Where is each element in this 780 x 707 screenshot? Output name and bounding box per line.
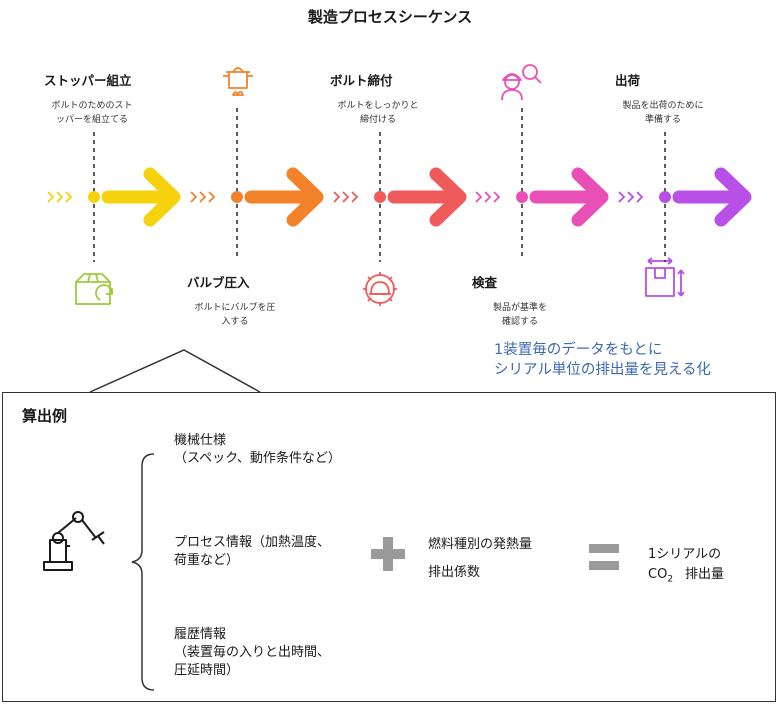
inspector-search-icon [501, 64, 542, 101]
step-chevron [493, 191, 501, 203]
step-chevron [475, 191, 483, 203]
step-3: ボルト締付ボルトをしっかりと締付ける [330, 70, 470, 127]
note-line-1: 1装置毎のデータをもとに [494, 342, 663, 358]
input-machine-spec: 機械仕様 （スペック、動作条件など） [174, 432, 341, 468]
step-chevron [208, 191, 216, 203]
input-machine-spec-line-1: 機械仕様 [174, 433, 227, 448]
co2-text: CO [648, 567, 668, 582]
input-brace [131, 453, 155, 691]
co2-subscript: 2 [667, 574, 674, 585]
step-description: ボルトにバルブを圧入する [187, 301, 283, 329]
step-chevron [47, 191, 55, 203]
calc-example-box [2, 392, 776, 702]
input-process-info: プロセス情報（加熱温度、 荷重など） [174, 534, 330, 570]
input-process-info-line-2: 荷重など） [174, 553, 240, 568]
visualization-note: 1装置毎のデータをもとに シリアル単位の排出量を見える化 [494, 340, 711, 380]
step-title: ストッパー組立 [44, 73, 132, 88]
step-description-line: ッパーを組立てる [55, 115, 128, 125]
step-description: 製品を出荷のために準備する [615, 99, 711, 127]
step-description: ボルトをしっかりと締付ける [330, 99, 426, 127]
step-description-line: ボルトをしっかりと [337, 101, 419, 111]
sequence-graphics [47, 64, 752, 306]
step-chevron [199, 191, 207, 203]
step-chevron [484, 191, 492, 203]
step-arrow [529, 167, 609, 227]
step-chevron [333, 191, 341, 203]
plus-icon [371, 537, 405, 571]
step-arrow [244, 167, 324, 227]
step-title: ボルト締付 [330, 73, 393, 88]
step-description-line: 製品を出荷のために [622, 101, 704, 111]
calc-title: 算出例 [22, 407, 68, 425]
step-dot [231, 191, 243, 203]
input-history-info-line-3: 圧延時間） [174, 663, 240, 678]
box-recycle-icon [75, 273, 113, 305]
step-chevron [65, 191, 73, 203]
note-line-2: シリアル単位の排出量を見える化 [494, 362, 711, 378]
step-description-line: 製品が基準を [492, 303, 547, 313]
input-machine-spec-line-2: （スペック、動作条件など） [174, 451, 341, 466]
callout-pointer [89, 349, 261, 393]
input-history-info-line-1: 履歴情報 [174, 627, 227, 642]
process-sequence: ストッパー組立ボルトのためのストッパーを組立てるバルブ圧入ボルトにバルブを圧入す… [0, 0, 780, 340]
step-description-line: 締付ける [359, 115, 396, 125]
step-5: 出荷製品を出荷のために準備する [615, 70, 755, 127]
step-4: 検査製品が基準を確認する [472, 272, 612, 329]
package-dimensions-icon [645, 257, 685, 297]
step-title: 出荷 [615, 73, 641, 88]
step-arrow [387, 167, 467, 227]
step-dot [374, 191, 386, 203]
cooking-pot-icon [223, 67, 253, 96]
robot-arm-icon [43, 511, 105, 571]
result-per-serial: 1シリアルの [648, 547, 722, 562]
step-arrow [672, 167, 752, 227]
step-chevron [627, 191, 635, 203]
step-2: バルブ圧入ボルトにバルブを圧入する [187, 272, 327, 329]
equals-icon [589, 544, 619, 570]
step-title: バルブ圧入 [187, 275, 250, 290]
step-description: ボルトのためのストッパーを組立てる [44, 99, 140, 127]
fuel-calorific-value: 燃料種別の発熱量 [428, 537, 533, 552]
step-title: 検査 [472, 275, 498, 290]
step-chevron [342, 191, 350, 203]
step-dot [88, 191, 100, 203]
result-co2-emission: CO2 排出量 [648, 566, 724, 589]
step-chevron [351, 191, 359, 203]
step-description-line: ボルトのためのスト [51, 101, 133, 111]
step-description: 製品が基準を確認する [472, 301, 568, 329]
gear-helmet-icon [363, 272, 397, 306]
step-chevron [190, 191, 198, 203]
step-dot [516, 191, 528, 203]
step-description-line: 確認する [501, 317, 538, 327]
step-1: ストッパー組立ボルトのためのストッパーを組立てる [44, 70, 184, 127]
step-description-line: 入する [221, 317, 249, 327]
step-description-line: ボルトにバルブを圧 [194, 303, 276, 313]
step-arrow [101, 167, 181, 227]
input-history-info-line-2: （装置毎の入りと出時間、 [174, 645, 331, 660]
step-chevron [56, 191, 64, 203]
input-process-info-line-1: プロセス情報（加熱温度、 [174, 535, 331, 550]
diagram-title: 製造プロセスシーケンス [307, 8, 473, 26]
step-chevron [636, 191, 644, 203]
emission-factor: 排出係数 [428, 565, 481, 580]
step-description-line: 準備する [644, 115, 681, 125]
step-chevron [618, 191, 626, 203]
emission-text: 排出量 [685, 567, 725, 582]
input-history-info: 履歴情報 （装置毎の入りと出時間、 圧延時間） [174, 626, 330, 680]
step-dot [659, 191, 671, 203]
